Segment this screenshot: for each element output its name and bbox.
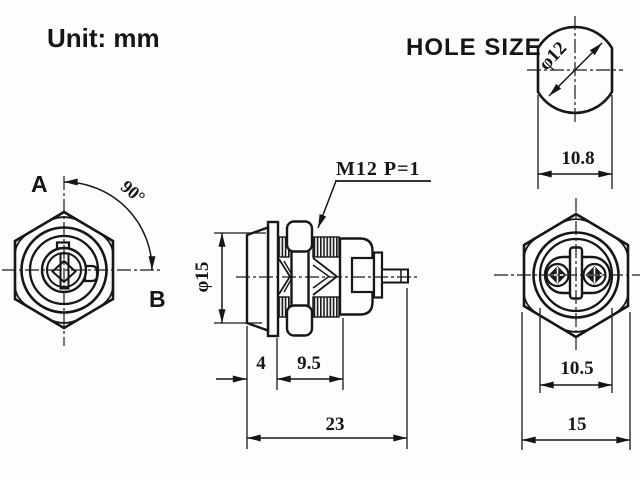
chamfer-arc [523, 292, 540, 316]
terminal-block [350, 256, 376, 294]
rotation-arc [63, 178, 156, 271]
chamfer-arc [14, 285, 31, 309]
side-view: M12 P=1 φ15 4 9.5 23 [192, 158, 431, 449]
head-depth-dimension: 4 [256, 353, 266, 374]
position-a-label: A [31, 171, 48, 197]
hole-size-title: HOLE SIZE [406, 34, 542, 61]
terminal-pin [381, 268, 409, 284]
rear-view: 10.5 15 [494, 198, 640, 450]
chamfer-arc [561, 218, 591, 224]
chamfer-arc [14, 231, 31, 255]
terminal-plate [372, 251, 384, 299]
chamfer-arc [612, 235, 629, 259]
chamfer-arc [612, 292, 629, 316]
thread-length-dimension: 9.5 [297, 353, 321, 374]
front-view: 90° A B [2, 171, 166, 346]
hole-flat-width-dimension: 10.8 [561, 148, 594, 169]
overall-length-dimension: 23 [326, 414, 345, 435]
position-b-label: B [149, 286, 166, 312]
body-width-dimension: 10.5 [560, 358, 593, 379]
chamfer-arc [97, 285, 114, 309]
leader-line [317, 180, 337, 229]
hex-nut-bottom-facet [285, 304, 314, 337]
mounting-hole-outline [536, 25, 614, 115]
chamfer-arc [523, 235, 540, 259]
hex-nut-top-facet [285, 220, 314, 253]
thread-section [312, 236, 340, 258]
thread-spec-label: M12 P=1 [336, 158, 421, 180]
bezel-flange [266, 220, 280, 338]
hole-size-view: HOLE SIZE φ12 10.8 [406, 16, 623, 189]
bezel-head [245, 225, 270, 333]
hex-width-dimension: 15 [568, 414, 587, 435]
head-diameter-dimension: φ15 [192, 262, 213, 293]
thread-section [312, 296, 340, 318]
unit-label: Unit: mm [47, 23, 160, 53]
